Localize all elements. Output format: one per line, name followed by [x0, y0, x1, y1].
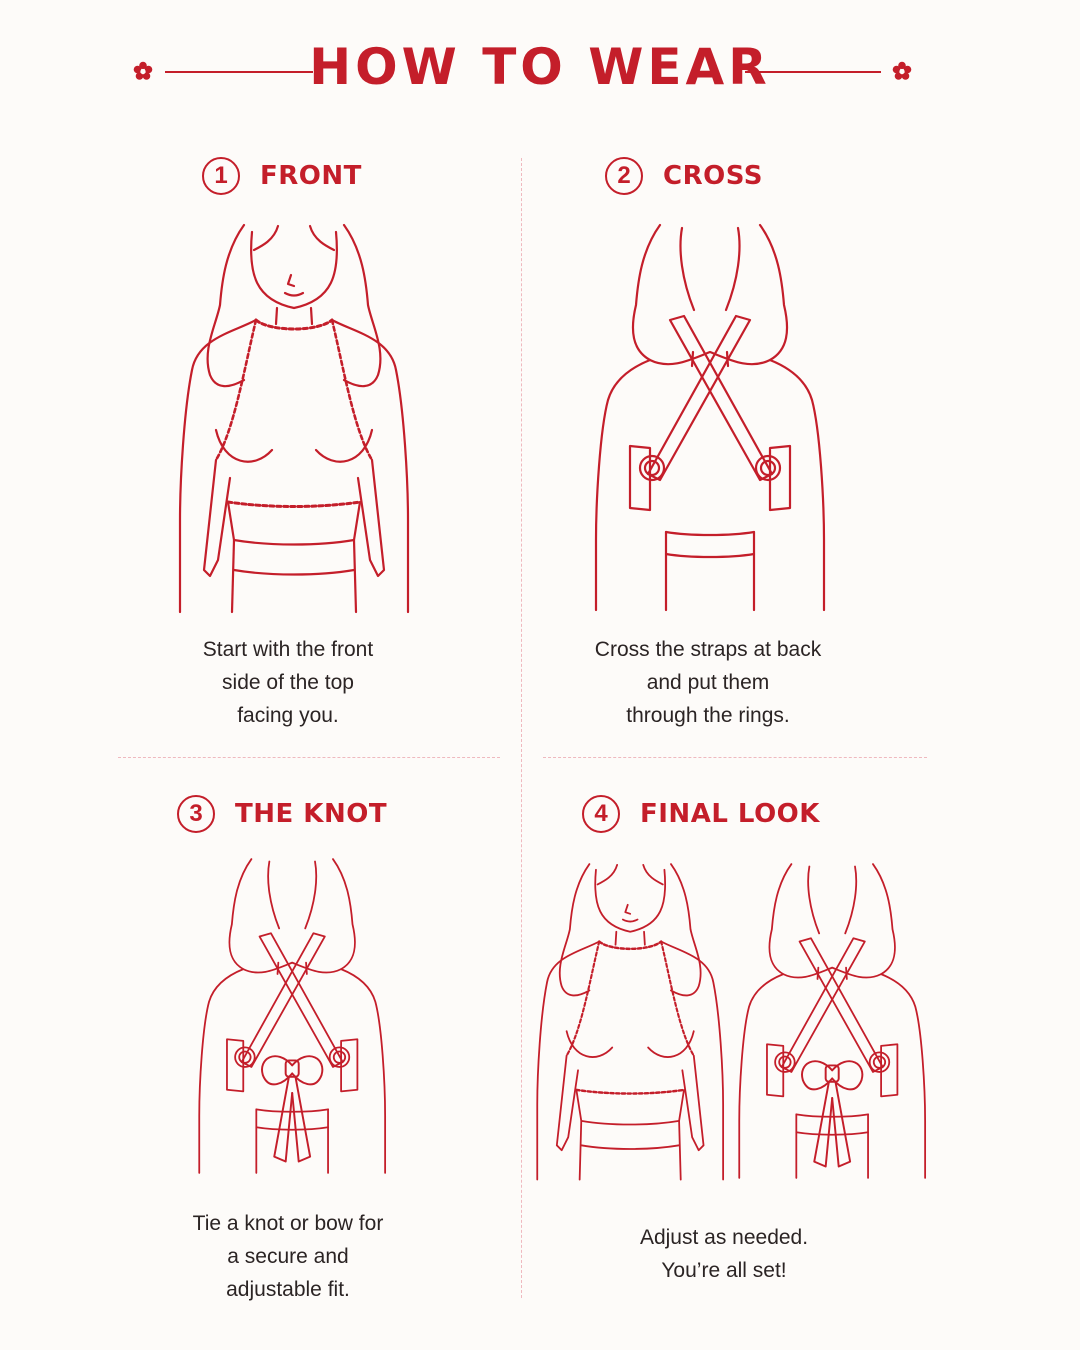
- flower-icon: [133, 61, 153, 80]
- step-number-badge: 4: [582, 795, 620, 833]
- step-title: CROSS: [663, 161, 763, 191]
- page-title: HOW TO WEAR: [309, 38, 771, 96]
- horizontal-divider: [543, 757, 927, 758]
- horizontal-divider: [118, 757, 500, 758]
- step-number-badge: 1: [202, 157, 240, 195]
- step-caption: Cross the straps at back and put them th…: [594, 638, 822, 727]
- step-1-heading: 1 FRONT: [202, 157, 362, 195]
- front-figure-illustration: [174, 220, 416, 615]
- step-title: THE KNOT: [235, 799, 388, 829]
- final-back-illustration: [734, 860, 932, 1182]
- step-2-heading: 2 CROSS: [605, 157, 763, 195]
- step-title: FINAL LOOK: [640, 799, 820, 829]
- vertical-divider: [521, 158, 522, 1298]
- step-caption: Tie a knot or bow for a secure and adjus…: [192, 1212, 384, 1301]
- step-number-badge: 3: [177, 795, 215, 833]
- title-rule-right: [745, 71, 881, 73]
- flower-icon: [892, 61, 912, 80]
- step-title: FRONT: [260, 161, 362, 191]
- step-3-heading: 3 THE KNOT: [177, 795, 387, 833]
- back-knot-illustration: [178, 855, 408, 1177]
- title-rule-left: [165, 71, 313, 73]
- step-caption: Adjust as needed. You’re all set!: [639, 1226, 809, 1282]
- step-4-heading: 4 FINAL LOOK: [582, 795, 820, 833]
- final-front-illustration: [532, 860, 730, 1182]
- step-caption: Start with the front side of the top fac…: [202, 638, 374, 727]
- step-number-badge: 2: [605, 157, 643, 195]
- back-cross-illustration: [585, 220, 837, 615]
